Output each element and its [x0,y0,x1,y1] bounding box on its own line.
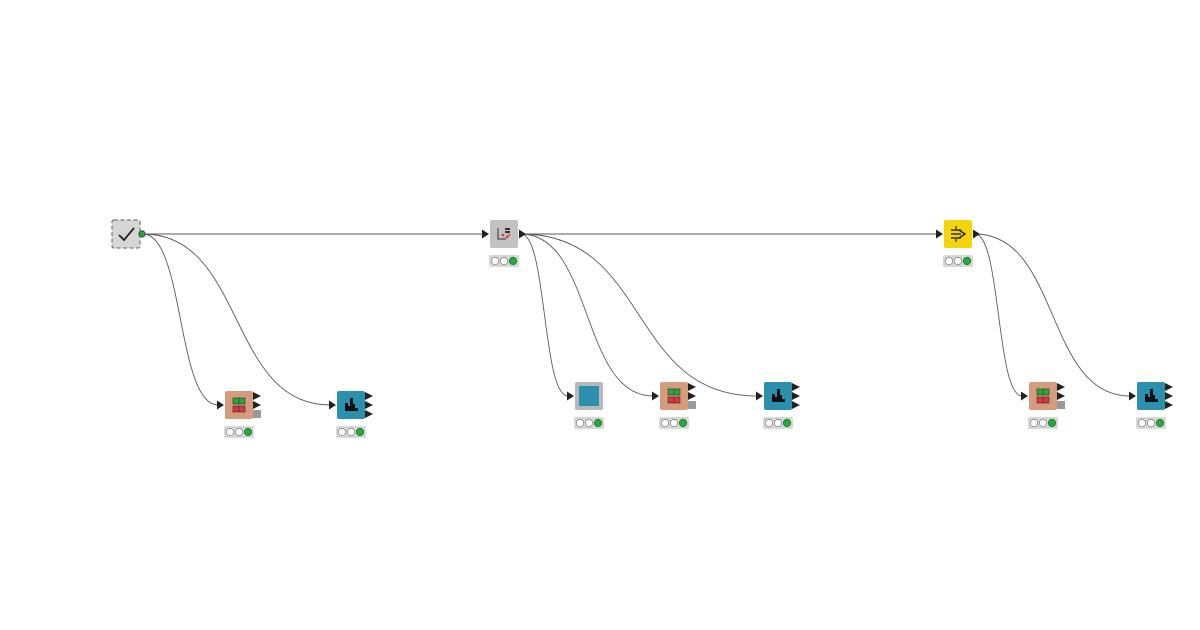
status-empty-light-icon [575,418,585,428]
node-status-lights [1028,417,1058,429]
output-port-icon[interactable] [792,401,800,409]
table-view-node-1[interactable] [217,391,261,438]
connection-n3-n10[interactable] [974,233,1131,397]
output-port-icon[interactable] [519,229,526,239]
status-empty-light-icon [499,256,509,266]
scorer-chart-icon [1145,389,1158,402]
status-empty-light-icon [1029,418,1039,428]
table-split-icon [667,388,681,404]
node-status-lights [336,426,366,438]
status-empty-light-icon [1146,418,1156,428]
node-status-lights [763,417,793,429]
output-port-icon[interactable] [792,392,800,400]
output-port-icon[interactable] [1165,383,1173,391]
status-empty-light-icon [584,418,594,428]
table-view-node-2[interactable] [652,382,696,429]
status-empty-light-icon [669,418,679,428]
dataset-node[interactable] [111,219,146,249]
connection-n2-n7[interactable] [520,233,654,397]
status-empty-light-icon [346,427,356,437]
checkmark-icon [118,227,135,242]
input-port-icon[interactable] [1021,391,1028,401]
output-port-icon[interactable] [792,383,800,391]
preprocessing-node[interactable] [482,220,526,267]
status-empty-light-icon [1038,418,1048,428]
status-green-light-icon [593,418,603,428]
status-empty-light-icon [234,427,244,437]
status-empty-light-icon [660,418,670,428]
nodes [111,219,1173,438]
filter-icon [951,226,967,242]
scorer-chart-icon [772,389,785,402]
input-port-icon[interactable] [482,229,489,239]
node-status-lights [574,417,604,429]
table-split-icon [232,397,246,413]
status-empty-light-icon [764,418,774,428]
input-port-icon[interactable] [652,391,659,401]
table-split-icon [1036,388,1050,404]
chart-view-node-3[interactable] [1129,382,1173,429]
output-port-icon[interactable] [973,229,980,239]
output-port-icon[interactable] [253,392,261,400]
node-status-lights [224,426,254,438]
input-port-icon[interactable] [1129,391,1136,401]
connection-n1-n5[interactable] [142,233,331,406]
status-green-light-icon [243,427,253,437]
status-empty-light-icon [225,427,235,437]
status-green-light-icon [782,418,792,428]
node-status-lights [1136,417,1166,429]
model-port-icon[interactable] [253,410,261,418]
connection-n2-n6[interactable] [520,233,569,397]
connections [142,233,1131,406]
scorer-chart-icon [345,398,358,411]
output-port-icon[interactable] [1165,392,1173,400]
output-port-icon[interactable] [365,392,373,400]
status-green-light-icon [355,427,365,437]
status-empty-light-icon [490,256,500,266]
connection-n2-n8[interactable] [520,233,758,397]
output-port-icon[interactable] [688,383,696,391]
output-port-icon[interactable] [365,401,373,409]
status-empty-light-icon [953,256,963,266]
input-port-icon[interactable] [217,400,224,410]
model-port-icon[interactable] [1057,401,1065,409]
output-port-icon[interactable] [138,230,146,238]
status-green-light-icon [508,256,518,266]
chart-view-node-2[interactable] [756,382,800,429]
output-port-icon[interactable] [1165,401,1173,409]
node-status-lights [659,417,689,429]
status-empty-light-icon [773,418,783,428]
node-status-lights [943,255,973,267]
status-empty-light-icon [337,427,347,437]
view-panel-icon [579,386,599,406]
connection-n1-n4[interactable] [142,233,219,406]
output-port-icon[interactable] [688,392,696,400]
blank-view-node[interactable] [567,382,604,429]
status-green-light-icon [1047,418,1057,428]
status-empty-light-icon [944,256,954,266]
model-port-icon[interactable] [688,401,696,409]
input-port-icon[interactable] [567,391,574,401]
output-port-icon[interactable] [253,401,261,409]
node-status-lights [489,255,519,267]
output-port-icon[interactable] [1057,392,1065,400]
output-port-icon[interactable] [365,410,373,418]
connection-n3-n9[interactable] [974,233,1023,397]
input-port-icon[interactable] [756,391,763,401]
input-port-icon[interactable] [329,400,336,410]
status-green-light-icon [962,256,972,266]
table-view-node-3[interactable] [1021,382,1065,429]
status-empty-light-icon [1137,418,1147,428]
status-green-light-icon [1155,418,1165,428]
filter-node[interactable] [936,220,980,267]
input-port-icon[interactable] [936,229,943,239]
output-port-icon[interactable] [1057,383,1065,391]
preprocessing-icon [497,228,511,240]
status-green-light-icon [678,418,688,428]
chart-view-node-1[interactable] [329,391,373,438]
